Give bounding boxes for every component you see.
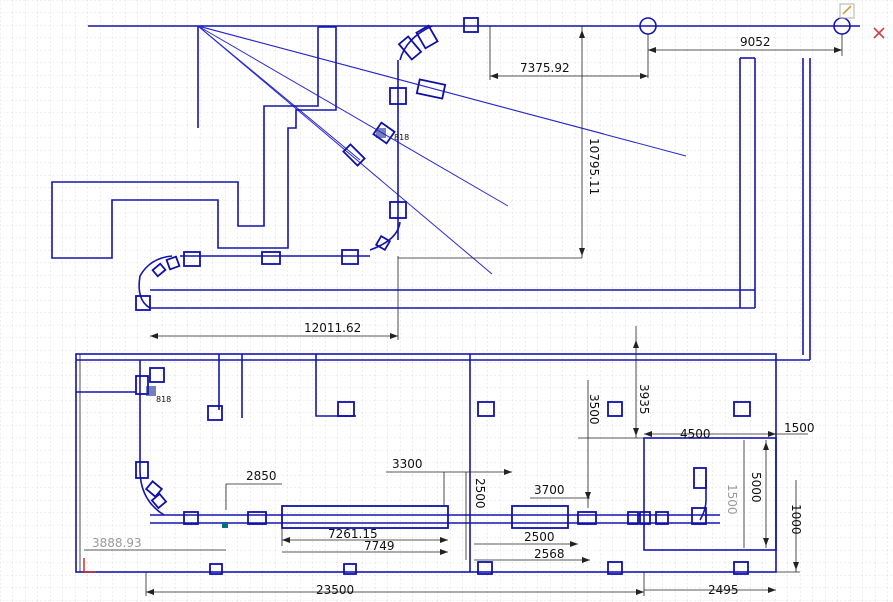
dim-9052[interactable]: 9052 [740,35,771,49]
sketch-corner-icon[interactable] [839,3,855,19]
dim-3700[interactable]: 3700 [534,483,565,497]
dim-23500[interactable]: 23500 [316,583,354,597]
dim-2850[interactable]: 2850 [246,469,277,483]
dim-1000[interactable]: 1000 [789,504,803,535]
origin-icon [83,558,96,573]
sketch-points [146,128,386,528]
dim-7261[interactable]: 7261.15 [328,527,378,541]
dim-2500-horizontal[interactable]: 2500 [524,530,555,544]
upper-openings [135,17,479,311]
dim-3888[interactable]: 3888.93 [92,536,142,550]
dim-10795[interactable]: 10795.11 [587,138,601,195]
dim-12011[interactable]: 12011.62 [304,321,361,335]
dim-2500-vertical[interactable]: 2500 [473,478,487,509]
dim-3935[interactable]: 3935 [637,384,651,415]
dim-7749[interactable]: 7749 [364,539,395,553]
dim-7375[interactable]: 7375.92 [520,61,570,75]
dim-1500-side[interactable]: 1500 [725,484,739,515]
lower-openings [135,367,751,575]
dim-2495[interactable]: 2495 [708,583,739,597]
dim-3500[interactable]: 3500 [587,394,601,425]
arrowheads [146,30,842,595]
close-icon[interactable] [873,27,885,39]
element-tags: 818 818 [156,133,409,404]
dim-2568[interactable]: 2568 [534,547,565,561]
dim-5000[interactable]: 5000 [749,472,763,503]
tag-818-lower: 818 [156,395,171,404]
dim-1500-top[interactable]: 1500 [784,421,815,435]
tag-818-upper: 818 [394,133,409,142]
dimension-lines [79,26,843,596]
dimension-labels: 9052 7375.92 10795.11 12011.62 3935 3500… [92,35,815,597]
dim-3300[interactable]: 3300 [392,457,423,471]
lower-walls [75,353,810,573]
dim-4500[interactable]: 4500 [680,427,711,441]
